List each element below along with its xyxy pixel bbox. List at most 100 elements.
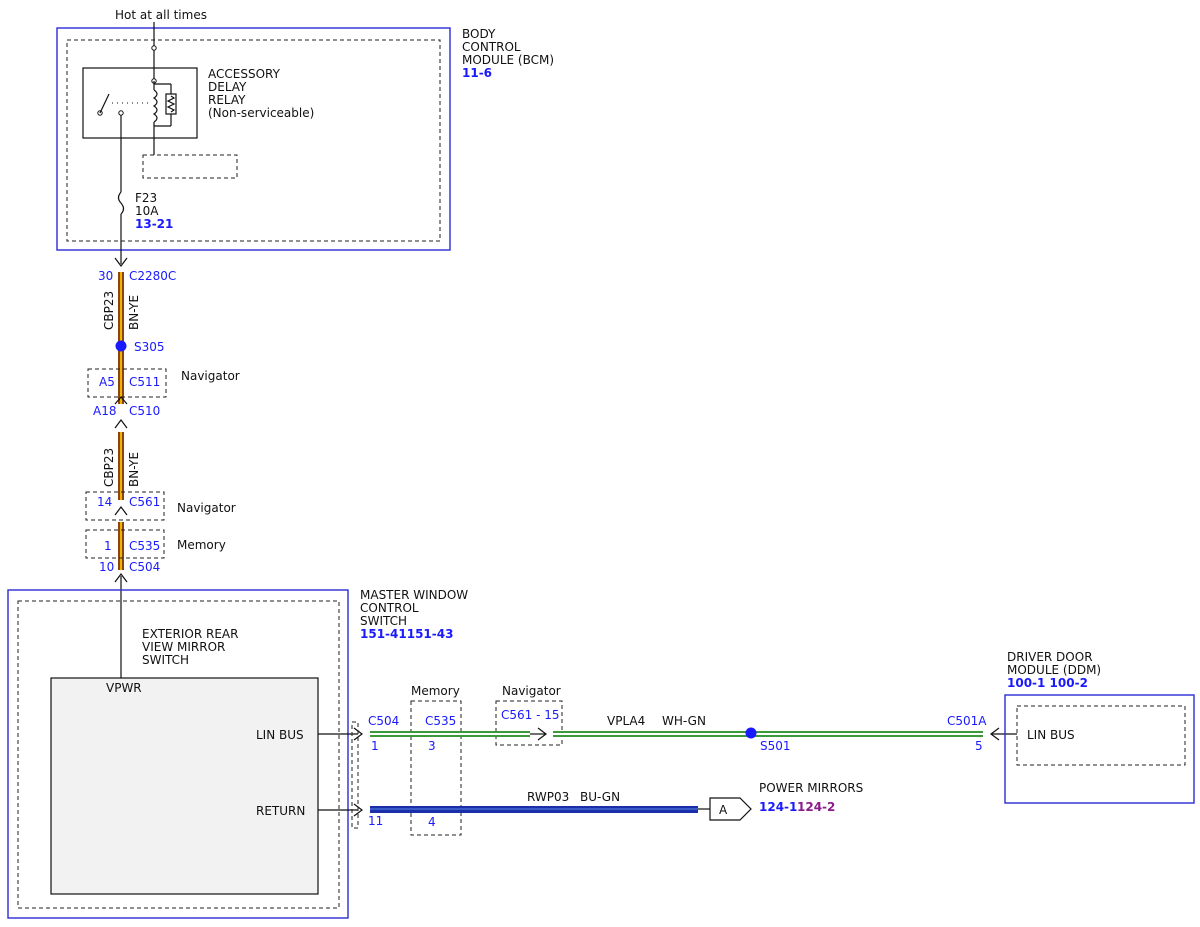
pin-a5: A5 [99, 375, 115, 389]
color-bu-gn: BU-GN [580, 790, 620, 804]
circuit-cbp23-lower: CBP23 [102, 448, 116, 487]
bcm-ref-link[interactable]: 11-6 [462, 66, 492, 80]
hot-at-all-times-label: Hot at all times [115, 8, 207, 22]
wire-cbp23-lower[interactable] [118, 432, 124, 570]
master-window-control-switch[interactable] [7, 589, 349, 919]
vpwr-label: VPWR [106, 681, 142, 695]
lin-bus-label-ddm: LIN BUS [1027, 728, 1075, 742]
pin-30: 30 [98, 269, 113, 283]
splice-s305-dot[interactable] [115, 340, 127, 352]
wire-yellow-stripe [120, 432, 122, 500]
circuit-rwp03: RWP03 [527, 790, 569, 804]
pin-1-vertical: 1 [104, 539, 112, 553]
c561-connector-icon [114, 506, 128, 516]
c2280c-connector-icon [114, 257, 128, 267]
navigator-label-3: Navigator [502, 684, 561, 698]
c504-horizontal-dashed [351, 721, 359, 829]
relay-label-l3: RELAY [208, 93, 246, 107]
c504-return-connector-icon [353, 803, 363, 817]
ddm-inner-dashed [1016, 705, 1186, 766]
switch-contact [118, 110, 124, 116]
relay-control-dashed [142, 154, 238, 179]
mirror-switch-l2: VIEW MIRROR [142, 640, 225, 654]
conn-c511[interactable]: C511 [129, 375, 160, 389]
wire-cbp23-upper[interactable] [118, 272, 124, 404]
mwcs-name-l2: CONTROL [360, 601, 419, 615]
wire-white-stripe [553, 733, 983, 735]
wire-stripe [370, 808, 698, 810]
memory-c535-dashed [410, 700, 462, 836]
mwcs-border [7, 589, 349, 919]
ddm-ref-link[interactable]: 100-1 100-2 [1007, 676, 1088, 690]
conn-c561-horizontal[interactable]: C561 - 15 [501, 708, 560, 722]
continuation-letter: A [719, 803, 728, 817]
wire-rwp03-return[interactable] [370, 806, 698, 813]
driver-door-module[interactable] [1004, 694, 1195, 804]
navigator-label-2: Navigator [177, 501, 236, 515]
conn-c504-vertical[interactable]: C504 [129, 560, 160, 574]
pin-5: 5 [975, 739, 983, 753]
mirror-switch-box [50, 677, 319, 895]
conn-c501a[interactable]: C501A [947, 714, 987, 728]
pin-1-horizontal: 1 [371, 739, 379, 753]
fuse-f23-icon[interactable] [117, 191, 125, 215]
fuse-amp: 10A [135, 204, 159, 218]
conn-c561-vertical[interactable]: C561 [129, 495, 160, 509]
relay-label-l1: ACCESSORY [208, 67, 281, 81]
mwcs-ref-link[interactable]: 151-41151-43 [360, 627, 453, 641]
conn-c510[interactable]: C510 [129, 404, 160, 418]
conn-c2280c[interactable]: C2280C [129, 269, 176, 283]
power-mirrors-ref2[interactable]: 124-2 [797, 800, 835, 814]
splice-s305: S305 [134, 340, 165, 354]
relay-box [82, 67, 198, 139]
pin-4: 4 [428, 815, 436, 829]
splice-s501-dot[interactable] [745, 727, 757, 739]
conn-c504-horizontal[interactable]: C504 [368, 714, 399, 728]
color-wh-gn: WH-GN [662, 714, 706, 728]
mwcs-inner-dashed [17, 600, 340, 909]
pin-10: 10 [99, 560, 114, 574]
inline-c511-dashed [87, 368, 167, 398]
splice-s501: S501 [760, 739, 791, 753]
navigator-label-1: Navigator [181, 369, 240, 383]
circuit-cbp23-upper: CBP23 [102, 291, 116, 330]
bcm-name-l2: CONTROL [462, 40, 521, 54]
inline-c561-dashed [85, 491, 165, 521]
continuation-flag-icon [709, 797, 752, 821]
bcm-module[interactable] [56, 27, 451, 251]
mwcs-name-l1: MASTER WINDOW [360, 588, 468, 602]
ddm-border [1004, 694, 1195, 804]
wire-vpla4-lin[interactable] [370, 731, 983, 737]
resistor-zigzag [166, 95, 176, 113]
bcm-name-l1: BODY [462, 27, 496, 41]
pin-3: 3 [428, 739, 436, 753]
bcm-name-l3: MODULE (BCM) [462, 53, 554, 67]
continuation-flag-a[interactable]: A [709, 797, 752, 821]
pin-a18: A18 [93, 404, 116, 418]
navigator-c561-dashed [495, 700, 563, 746]
relay-label-l4: (Non-serviceable) [208, 106, 314, 120]
bcm-border [56, 27, 451, 251]
ddm-name-l1: DRIVER DOOR [1007, 650, 1093, 664]
power-mirrors-label: POWER MIRRORS [759, 781, 863, 795]
ddm-name-l2: MODULE (DDM) [1007, 663, 1101, 677]
c504-lin-connector-icon [353, 727, 363, 741]
conn-c535-horizontal[interactable]: C535 [425, 714, 456, 728]
hot-supply-terminal [151, 45, 157, 51]
power-mirrors-ref1[interactable]: 124-1 [759, 800, 797, 814]
c510-mate-icon [114, 419, 128, 429]
wire-yellow-stripe [120, 522, 122, 570]
c510-connector-icon [114, 396, 128, 405]
accessory-delay-relay[interactable] [82, 67, 198, 155]
switch-arm [99, 93, 110, 114]
circuit-vpla4: VPLA4 [607, 714, 645, 728]
conn-c535-vertical[interactable]: C535 [129, 539, 160, 553]
pin-14: 14 [97, 495, 112, 509]
color-bn-ye-upper: BN-YE [127, 295, 141, 330]
mirror-switch-l3: SWITCH [142, 653, 189, 667]
relay-coil-icon [152, 89, 158, 123]
relay-label-l2: DELAY [208, 80, 247, 94]
wire-yellow-stripe [120, 272, 122, 404]
fuse-ref-link[interactable]: 13-21 [135, 217, 173, 231]
